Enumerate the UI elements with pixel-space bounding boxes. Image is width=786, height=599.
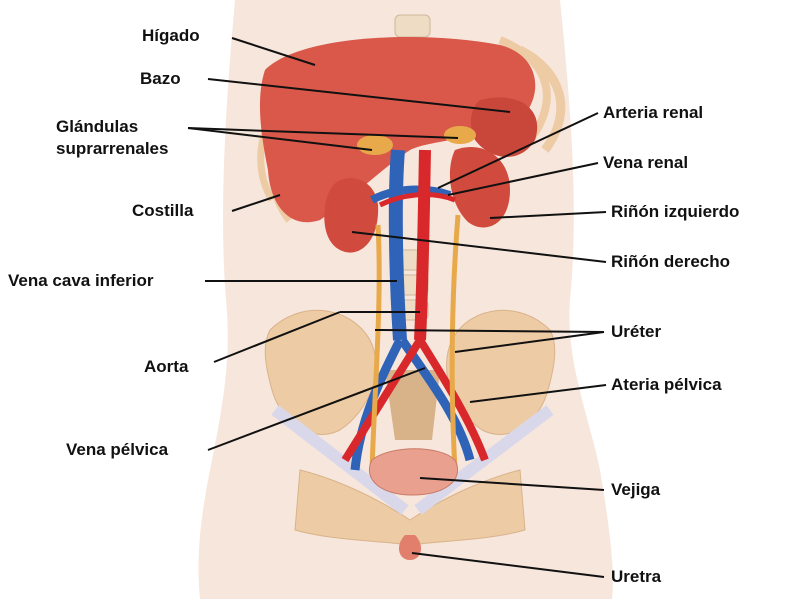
adrenal-gland-right	[357, 135, 393, 155]
label-uretra: Uretra	[611, 567, 661, 587]
label-costilla: Costilla	[132, 201, 193, 221]
label-vena-cava: Vena cava inferior	[8, 271, 154, 291]
bladder	[369, 449, 457, 495]
label-arteria-pelvica: Ateria pélvica	[611, 375, 722, 395]
adrenal-gland-left	[444, 126, 476, 144]
urethra-organ	[399, 535, 421, 560]
label-vena-renal: Vena renal	[603, 153, 688, 173]
label-vena-pelvica: Vena pélvica	[66, 440, 168, 460]
label-higado: Hígado	[142, 26, 200, 46]
aorta-vessel	[420, 150, 425, 340]
label-rinon-izq: Riñón izquierdo	[611, 202, 739, 222]
label-vejiga: Vejiga	[611, 480, 660, 500]
spine-segment	[395, 15, 430, 37]
label-arteria-renal: Arteria renal	[603, 103, 703, 123]
label-rinon-der: Riñón derecho	[611, 252, 730, 272]
label-glandulas-line2: suprarrenales	[56, 139, 168, 159]
label-bazo: Bazo	[140, 69, 181, 89]
label-aorta: Aorta	[144, 357, 188, 377]
label-glandulas-line1: Glándulas	[56, 117, 138, 137]
label-ureter: Uréter	[611, 322, 661, 342]
